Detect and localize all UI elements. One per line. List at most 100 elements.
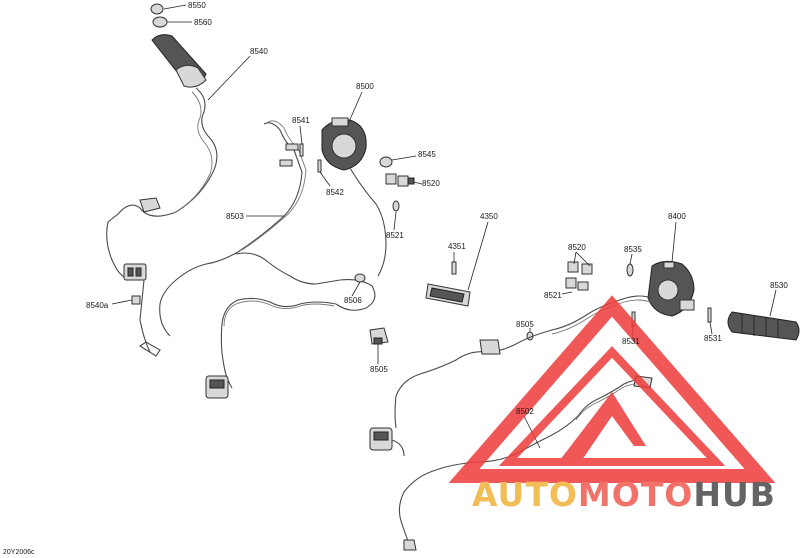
callout-8545: 8545 [418, 150, 436, 159]
leader-4350 [467, 221, 489, 291]
connector-lower-right [369, 427, 393, 451]
watermark-triangle-inner [498, 346, 726, 466]
clip-8540a [131, 295, 141, 305]
part-8535 [626, 263, 634, 277]
grip-end-cap [150, 3, 164, 15]
part-8505-left [369, 327, 389, 345]
tie-wrap [279, 159, 293, 167]
connector-face [373, 431, 389, 441]
callout-8520-right: 8520 [568, 243, 586, 252]
clip [385, 173, 397, 185]
screw-8542 [317, 159, 322, 173]
callout-8535: 8535 [624, 245, 642, 254]
switch-housing-8400 [647, 260, 695, 317]
callout-8531-left: 8531 [622, 337, 640, 346]
wire-end-terminal [138, 341, 161, 357]
leader-8542 [319, 171, 331, 187]
leader-8400 [671, 221, 677, 263]
callout-8506: 8506 [344, 296, 362, 305]
screw-8521 [392, 200, 400, 212]
housing-button [663, 261, 675, 269]
leader-8535 [629, 253, 633, 265]
wire-end-terminal [403, 539, 417, 551]
bracket-slot [429, 287, 465, 303]
wire-clip [139, 197, 161, 213]
leader-8545 [391, 155, 417, 161]
callout-8540a: 8540a [86, 301, 109, 310]
callout-4350: 4350 [480, 212, 498, 221]
callout-8531-right: 8531 [704, 334, 722, 343]
leader-8520a [413, 181, 423, 185]
watermark-auto: AUTO [472, 475, 578, 514]
clip [397, 175, 409, 187]
clip [577, 281, 589, 291]
watermark-triangle-outer [448, 295, 776, 483]
leader-8541 [299, 125, 303, 145]
clip [565, 277, 577, 289]
harness-8503-upper [159, 122, 303, 337]
callout-8550: 8550 [188, 1, 206, 10]
leader-8550 [163, 4, 187, 10]
callout-8560: 8560 [194, 18, 212, 27]
watermark-moto: MOTO [578, 475, 693, 514]
connector-lead [391, 439, 405, 457]
harness-8502-mid [394, 351, 489, 429]
callout-8541: 8541 [292, 116, 310, 125]
connector-pin [373, 337, 383, 345]
housing-bore [331, 133, 357, 159]
callout-8502: 8502 [516, 407, 534, 416]
heated-grip-wire-2 [171, 91, 213, 215]
connector-pin [127, 267, 134, 277]
harness-8502-upper [487, 295, 653, 353]
callout-8540: 8540 [250, 47, 268, 56]
clip [567, 261, 579, 273]
callout-8503: 8503 [226, 212, 244, 221]
callout-8400: 8400 [668, 212, 686, 221]
connector-8540a [123, 263, 147, 281]
leader-8521b [561, 291, 573, 295]
screw-8531 [707, 307, 712, 323]
part-8545 [379, 156, 393, 168]
leader-8520b [573, 251, 577, 265]
callout-8542: 8542 [326, 188, 344, 197]
heated-grip-wire [106, 87, 218, 353]
callout-8505-right: 8505 [516, 320, 534, 329]
tie-wrap [285, 143, 299, 151]
watermark-text: AUTOMOTOHUB [472, 475, 776, 514]
callout-labels: 8550 8560 8540 8500 8541 8542 8545 8520 … [3, 1, 788, 556]
leader-8540a [111, 299, 133, 305]
connector-lower-left [205, 375, 229, 399]
housing-tab [331, 117, 349, 127]
harness-8503-upper-2 [241, 120, 307, 251]
connector-face [209, 379, 225, 389]
callout-8521-right: 8521 [544, 291, 562, 300]
grip-collar [175, 64, 207, 88]
clip [581, 263, 593, 275]
leader-8521a [393, 211, 397, 231]
leader-8500 [347, 91, 363, 125]
diagram-code: 20Y2006c [3, 549, 35, 556]
connector-mid-right [479, 339, 501, 355]
left-grip-assembly [150, 3, 207, 88]
leader-8530 [769, 289, 777, 317]
watermark-hub: HUB [693, 475, 776, 514]
washer-8506 [354, 273, 366, 283]
watermark-triangle-mark [560, 392, 646, 460]
connector-pin [135, 267, 142, 277]
callout-8500: 8500 [356, 82, 374, 91]
callout-8521-left: 8521 [386, 231, 404, 240]
leader-lines [111, 4, 777, 449]
callout-8505-left: 8505 [370, 365, 388, 374]
harness-8503-lower [220, 297, 337, 389]
leader-8506 [351, 281, 361, 297]
harness-8503-lower-2 [223, 300, 335, 327]
callout-4351: 4351 [448, 242, 466, 251]
leader-8540 [207, 55, 251, 101]
grip-end-washer [152, 16, 168, 28]
clip-tab [407, 177, 415, 185]
connector-body [479, 339, 501, 355]
part-4350 [425, 283, 471, 307]
leader-8520b-2 [575, 251, 591, 267]
